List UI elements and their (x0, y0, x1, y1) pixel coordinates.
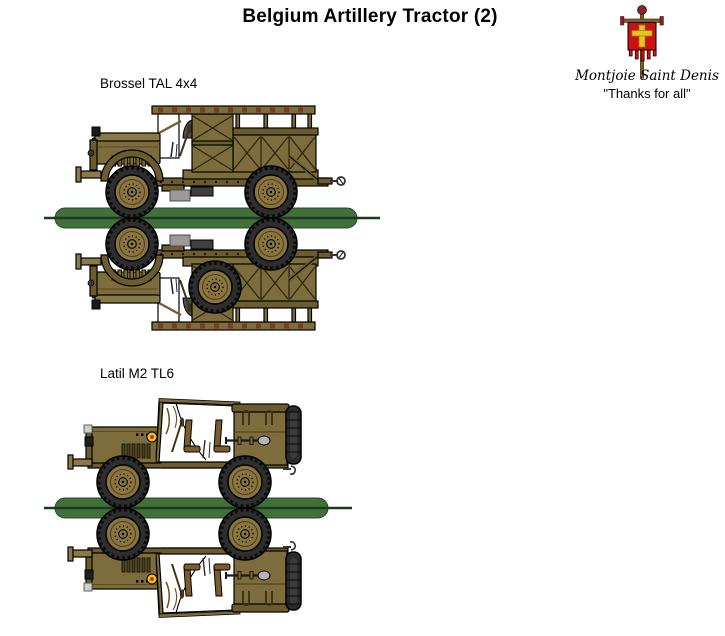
vehicle-upright (76, 106, 345, 218)
page-title: Belgium Artillery Tractor (2) (242, 6, 498, 27)
vehicle-label-brossel: Brossel TAL 4x4 (100, 76, 198, 91)
banner-finial (637, 5, 647, 15)
brossel-tal-4x4-illustration (44, 100, 380, 346)
banner-motto: Montjoie Saint Denis (575, 68, 719, 84)
vehicle-upright (68, 399, 301, 509)
vehicle-reflection (68, 508, 301, 618)
vehicle-label-latil: Latil M2 TL6 (100, 366, 175, 381)
oriflamme-banner-icon (620, 5, 664, 79)
banner-crossbar (622, 18, 662, 23)
banner-caption: "Thanks for all" (603, 86, 691, 101)
flag-cross-horizontal (631, 30, 653, 37)
flag-fringe (628, 49, 657, 62)
spare-wheel (187, 259, 243, 315)
latil-m2-tl6-illustration (44, 388, 352, 636)
